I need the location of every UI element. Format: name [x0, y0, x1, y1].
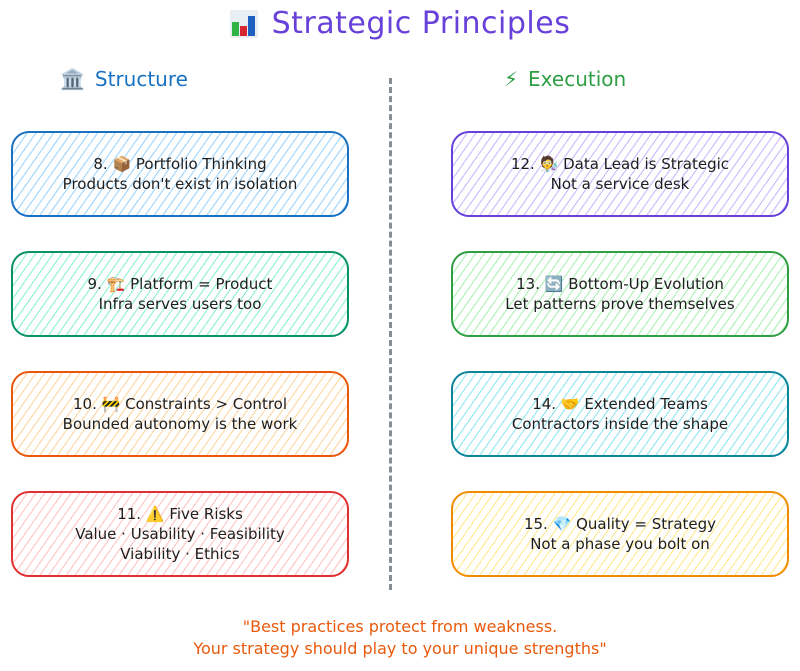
card-title: Quality = Strategy [576, 515, 717, 533]
principle-card-11: 11. ⚠️ Five Risks Value · Usability · Fe… [11, 491, 349, 577]
quote-line-2: Your strategy should play to your unique… [193, 639, 607, 658]
card-number: 11. [117, 505, 142, 523]
scientist-icon: 🧑‍🔬 [539, 155, 559, 173]
card-subtitle: Products don't exist in isolation [62, 175, 298, 193]
card-number: 14. [532, 395, 557, 413]
principle-card-8: 8. 📦 Portfolio Thinking Products don't e… [11, 131, 349, 217]
handshake-icon: 🤝 [560, 395, 580, 413]
lightning-icon: ⚡ [504, 67, 519, 91]
card-title: Bottom-Up Evolution [568, 275, 724, 293]
card-subtitle: Not a service desk [550, 175, 690, 193]
card-subtitle: Infra serves users too [98, 295, 262, 313]
page-title: Strategic Principles [0, 6, 800, 44]
card-subtitle: Not a phase you bolt on [530, 535, 710, 553]
card-title: Platform = Product [130, 275, 273, 293]
card-title: Five Risks [169, 505, 243, 523]
execution-header: ⚡ Execution [504, 67, 626, 91]
warning-icon: ⚠️ [145, 505, 165, 523]
quote-line-1: "Best practices protect from weakness. [242, 617, 558, 636]
page-title-text: Strategic Principles [271, 6, 571, 41]
principle-card-14: 14. 🤝 Extended Teams Contractors inside … [451, 371, 789, 457]
classical-building-icon: 🏛️ [60, 67, 85, 91]
card-number: 10. [72, 395, 97, 413]
card-title: Data Lead is Strategic [563, 155, 730, 173]
card-subtitle: Value · Usability · Feasibility [75, 525, 285, 543]
structure-header: 🏛️ Structure [60, 67, 188, 91]
card-number: 8. [93, 155, 108, 173]
column-divider [389, 78, 392, 590]
footer-quote: "Best practices protect from weakness. Y… [0, 616, 800, 660]
card-number: 15. [523, 515, 548, 533]
refresh-icon: 🔄 [544, 275, 564, 293]
card-subtitle: Bounded autonomy is the work [62, 415, 298, 433]
principle-card-13: 13. 🔄 Bottom-Up Evolution Let patterns p… [451, 251, 789, 337]
principle-card-9: 9. 🏗️ Platform = Product Infra serves us… [11, 251, 349, 337]
crane-icon: 🏗️ [106, 275, 126, 293]
principle-card-15: 15. 💎 Quality = Strategy Not a phase you… [451, 491, 789, 577]
package-icon: 📦 [112, 155, 132, 173]
bar-chart-icon [229, 9, 258, 44]
card-number: 13. [516, 275, 540, 293]
structure-header-label: Structure [94, 67, 188, 91]
principle-card-10: 10. 🚧 Constraints > Control Bounded auto… [11, 371, 349, 457]
card-number: 12. [510, 155, 535, 173]
card-title: Extended Teams [584, 395, 708, 413]
principle-card-12: 12. 🧑‍🔬 Data Lead is Strategic Not a ser… [451, 131, 789, 217]
execution-header-label: Execution [528, 67, 627, 91]
card-subtitle: Contractors inside the shape [511, 415, 729, 433]
construction-icon: 🚧 [101, 395, 121, 413]
card-number: 9. [87, 275, 102, 293]
card-title: Constraints > Control [125, 395, 288, 413]
card-subtitle-2: Viability · Ethics [120, 545, 240, 563]
card-title: Portfolio Thinking [135, 155, 267, 173]
card-subtitle: Let patterns prove themselves [505, 295, 735, 313]
gem-icon: 💎 [552, 515, 572, 533]
